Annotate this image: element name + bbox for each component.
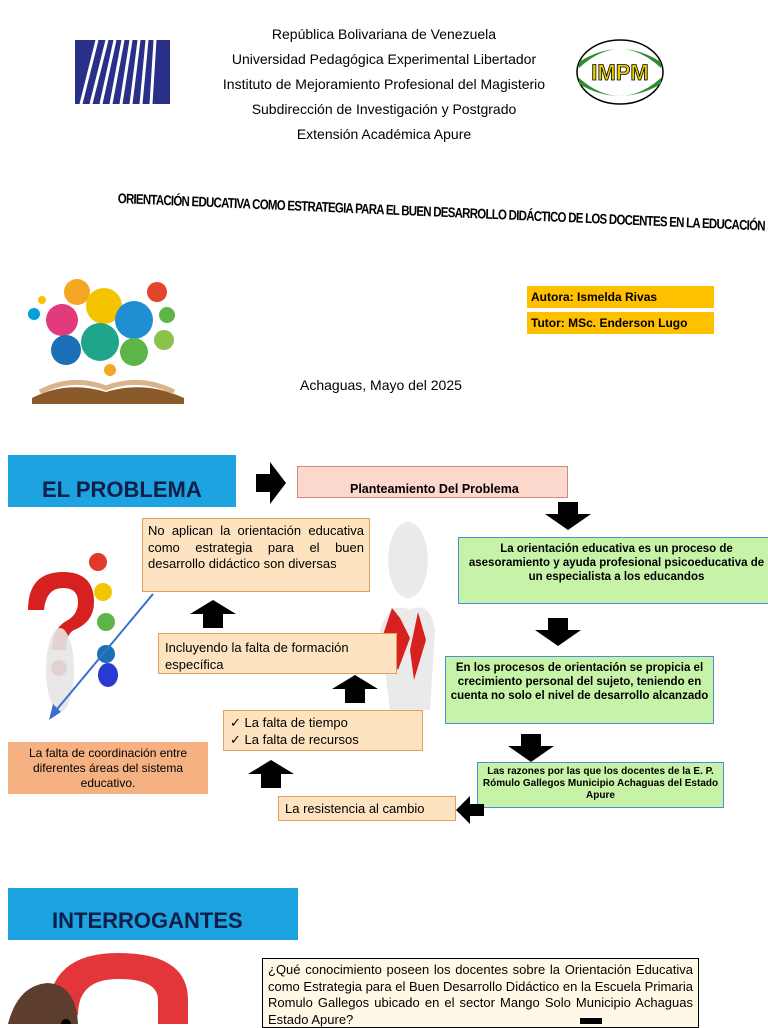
arrow-down-icon	[545, 502, 591, 530]
place-date: Achaguas, Mayo del 2025	[300, 377, 462, 393]
header-line-4: Subdirección de Investigación y Postgrad…	[251, 101, 517, 117]
svg-text:IMPM: IMPM	[591, 60, 648, 85]
check-icon: ✓	[230, 715, 245, 730]
arrow-right-icon	[256, 462, 286, 504]
institute-logo: IMPM	[575, 38, 665, 106]
university-logo	[75, 39, 170, 105]
header-line-3: Instituto de Mejoramiento Profesional de…	[222, 76, 546, 92]
check-icon: ✓	[230, 732, 245, 747]
arrow-up-icon	[332, 675, 378, 703]
header-line-5: Extensión Académica Apure	[296, 126, 472, 142]
green-box-3: Las razones por las que los docentes de …	[477, 762, 724, 808]
checklist-item-label: La falta de tiempo	[244, 715, 348, 730]
no-aplican-box: No aplican la orientación educativa como…	[142, 518, 370, 592]
checklist-item: ✓ La falta de tiempo	[230, 714, 422, 731]
checklist-item-label: La falta de recursos	[244, 732, 359, 747]
problem-heading-bar: EL PROBLEMA	[8, 455, 236, 507]
header-line-1: República Bolivariana de Venezuela	[271, 26, 497, 42]
checklist-box: ✓ La falta de tiempo ✓ La falta de recur…	[223, 710, 423, 751]
document-title: ORIENTACIÓN EDUCATIVA COMO ESTRATEGIA PA…	[117, 190, 768, 236]
checklist-item: ✓ La falta de recursos	[230, 731, 422, 748]
arrow-down-icon	[535, 618, 581, 646]
arrow-up-icon	[248, 760, 294, 788]
resistencia-box: La resistencia al cambio	[278, 796, 456, 821]
interrogantes-heading-bar: INTERROGANTES	[8, 888, 298, 940]
arrow-down-icon	[580, 1018, 602, 1024]
header-line-2: Universidad Pedagógica Experimental Libe…	[231, 51, 537, 67]
education-illustration	[22, 270, 190, 406]
coordinacion-box: La falta de coordinación entre diferente…	[8, 742, 208, 794]
falta-formacion-box: Incluyendo la falta de formación específ…	[158, 633, 397, 674]
thinking-person-illustration	[8, 945, 208, 1024]
problem-heading: EL PROBLEMA	[42, 477, 202, 502]
arrow-left-icon	[456, 796, 484, 824]
author-tag: Autora: Ismelda Rivas	[527, 286, 714, 308]
figure-illustration	[370, 520, 440, 740]
tutor-tag: Tutor: MSc. Enderson Lugo	[527, 312, 714, 334]
diagonal-arrow-icon	[45, 592, 157, 722]
planteamiento-label: Planteamiento Del Problema	[350, 482, 519, 496]
question-box: ¿Qué conocimiento poseen los docentes so…	[262, 958, 699, 1028]
arrow-up-icon	[190, 600, 236, 628]
question-marks-illustration	[8, 550, 138, 720]
arrow-down-icon	[508, 734, 554, 762]
question-text: ¿Qué conocimiento poseen los docentes so…	[268, 962, 693, 1027]
green-box-1: La orientación educativa es un proceso d…	[458, 537, 768, 604]
interrogantes-heading: INTERROGANTES	[52, 908, 243, 933]
planteamiento-box: Planteamiento Del Problema	[297, 466, 568, 498]
green-box-2: En los procesos de orientación se propic…	[445, 656, 714, 724]
